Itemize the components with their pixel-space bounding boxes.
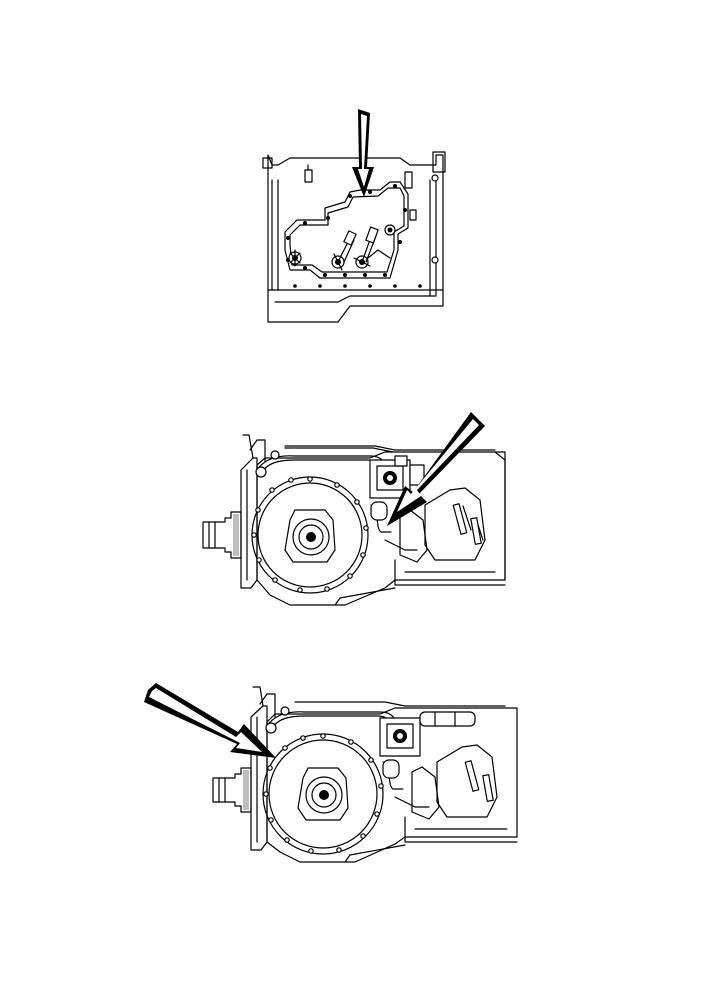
figure-bottom (140, 682, 525, 867)
transmission-housing-drawing (262, 151, 446, 323)
transmission-rear-drawing-2 (212, 686, 518, 863)
transmission-rear-drawing-1 (202, 434, 506, 606)
arrow-down-right-icon (144, 683, 276, 758)
cover-plate (284, 181, 409, 279)
figure-top (250, 109, 450, 335)
housing-outline (267, 154, 444, 323)
shift-levers (288, 224, 396, 271)
center-flange (284, 509, 336, 563)
arrow-down-left-icon (387, 412, 485, 526)
arrow-down-icon (352, 109, 374, 197)
figure-middle (195, 410, 515, 610)
